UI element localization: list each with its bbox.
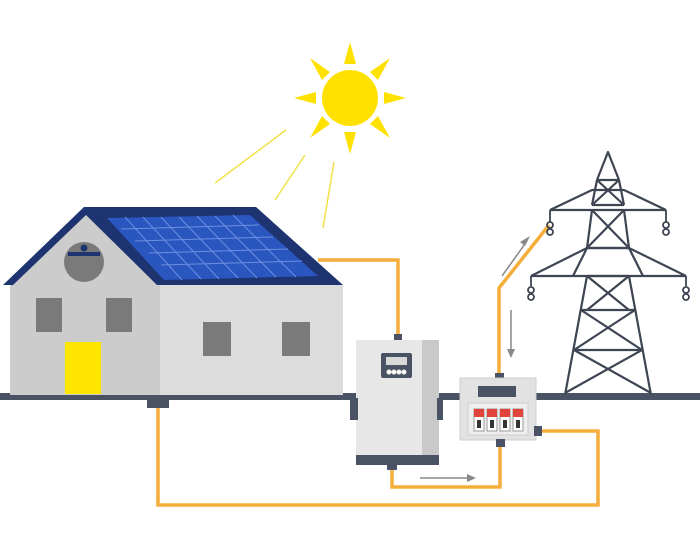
house-door bbox=[65, 342, 101, 394]
wires bbox=[156, 223, 600, 507]
meter-display bbox=[478, 386, 516, 397]
house-front-wall bbox=[10, 212, 160, 395]
sun-icon bbox=[214, 42, 406, 229]
meter-box-icon bbox=[459, 373, 542, 447]
flow-arrows bbox=[420, 236, 530, 482]
inverter-base bbox=[356, 455, 439, 465]
sun-rays bbox=[214, 129, 335, 229]
solar-panel-icon bbox=[107, 214, 318, 281]
house-wire-connector bbox=[147, 398, 169, 408]
inverter-display bbox=[381, 353, 412, 378]
wire-meter-to-tower bbox=[497, 223, 551, 380]
wire-panel-to-inverter bbox=[318, 258, 400, 340]
arrow-down-from-grid-icon bbox=[507, 310, 515, 358]
house-window-right-2 bbox=[282, 322, 310, 356]
arrow-up-to-grid-icon bbox=[501, 236, 530, 277]
house-icon bbox=[3, 207, 343, 408]
wire-house-to-meter bbox=[156, 405, 600, 507]
attic-vent-icon bbox=[64, 242, 104, 282]
house-window-left-2 bbox=[106, 298, 132, 332]
house-window-left-1 bbox=[36, 298, 62, 332]
inverter-icon bbox=[350, 334, 443, 470]
tower-insulators bbox=[527, 210, 690, 301]
breaker-switches bbox=[473, 408, 524, 432]
house-window-right-1 bbox=[203, 322, 231, 356]
inverter-side bbox=[422, 340, 439, 455]
transmission-tower-icon bbox=[527, 150, 690, 396]
house-side-wall bbox=[160, 285, 343, 395]
ground-line bbox=[0, 393, 700, 400]
arrow-right-to-meter-icon bbox=[420, 474, 476, 482]
wire-inverter-to-meter bbox=[390, 443, 502, 489]
